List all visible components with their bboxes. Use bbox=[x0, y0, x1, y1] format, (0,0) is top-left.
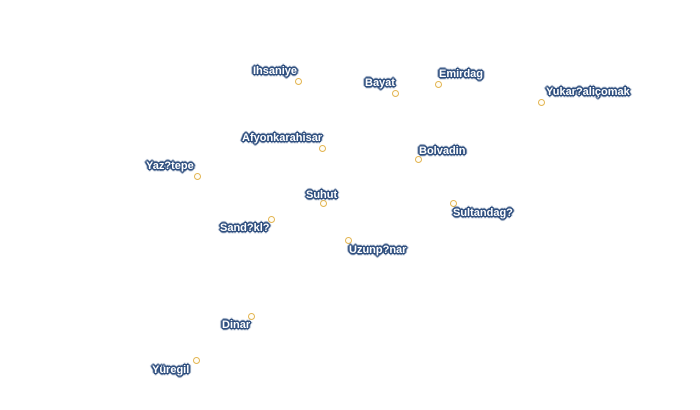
town-point-bolvadin[interactable] bbox=[414, 155, 422, 163]
town-point-yuregil[interactable] bbox=[192, 356, 200, 364]
town-point-yaztepe[interactable] bbox=[193, 172, 201, 180]
town-label-yukaricomak: Yukar?aliçomak bbox=[546, 86, 630, 98]
town-label-afyonkarahisar: Afyonkarahisar bbox=[242, 132, 323, 144]
town-label-yaztepe: Yaz?tepe bbox=[146, 160, 194, 172]
town-point-yukaricomak[interactable] bbox=[537, 98, 545, 106]
town-label-dinar: Dinar bbox=[222, 319, 251, 331]
town-point-uzunpinar[interactable] bbox=[344, 236, 352, 244]
town-label-uzunpinar: Uzunp?nar bbox=[349, 244, 407, 256]
town-point-sandikli[interactable] bbox=[267, 215, 275, 223]
town-point-emirdag[interactable] bbox=[434, 80, 442, 88]
town-point-sultandagi[interactable] bbox=[449, 199, 457, 207]
town-point-suhut[interactable] bbox=[319, 199, 327, 207]
town-label-yuregil: Yüregil bbox=[152, 364, 190, 376]
town-point-afyonkarahisar[interactable] bbox=[318, 144, 326, 152]
town-label-sultandagi: Sultandag? bbox=[453, 207, 513, 219]
town-point-dinar[interactable] bbox=[247, 312, 255, 320]
town-label-bayat: Bayat bbox=[365, 77, 395, 89]
town-label-ihsaniye: Ihsaniye bbox=[253, 65, 298, 77]
town-point-ihsaniye[interactable] bbox=[294, 77, 302, 85]
town-label-suhut: Suhut bbox=[306, 189, 338, 201]
town-point-bayat[interactable] bbox=[391, 89, 399, 97]
town-label-bolvadin: Bolvadin bbox=[419, 145, 466, 157]
town-label-emirdag: Emirdag bbox=[439, 68, 484, 80]
town-label-sandikli: Sand?kl? bbox=[220, 222, 270, 234]
